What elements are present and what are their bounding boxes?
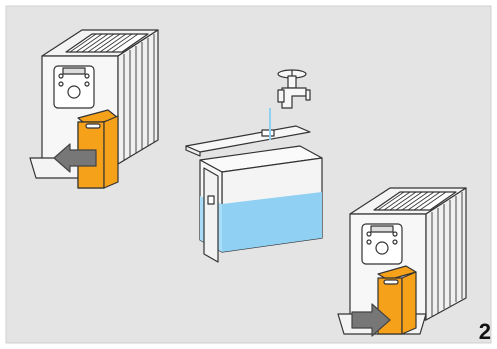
coffee-machine-icon-insert — [337, 187, 467, 337]
step-number: 2 — [478, 319, 491, 344]
coffee-machine-icon-remove — [29, 29, 159, 189]
water-tank-icon — [185, 108, 323, 263]
water-tap-icon — [277, 69, 311, 109]
